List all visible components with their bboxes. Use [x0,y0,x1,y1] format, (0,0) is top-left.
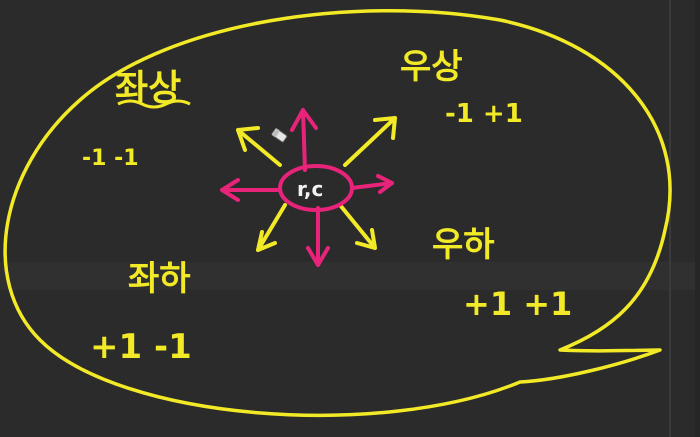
center-label: r,c [297,177,323,201]
arrow-down [306,206,330,267]
arrow-upper-right [343,116,397,167]
arrow-lower-right [338,203,377,250]
upper-right-direction: 우상 [400,47,463,87]
lower-left-values: +1 -1 [90,327,192,367]
arrow-left [220,178,280,202]
lower-left-direction: 좌하 [128,259,191,299]
row-highlight-band [0,262,700,290]
arrow-up [290,108,318,172]
arrow-lower-left [256,203,287,252]
lower-right-values: +1 +1 [463,285,572,323]
arrow-right [350,174,394,194]
upper-left-values: -1 -1 [82,146,139,171]
stray-dot [514,382,518,386]
upper-right-values: -1 +1 [445,99,523,129]
diagonal-arrows [236,116,397,252]
scrollbar-track[interactable] [695,0,700,437]
cross-arrows [220,108,394,267]
arrow-upper-left [236,126,282,167]
underline-squiggle [117,99,191,109]
yellow-ellipse [3,9,672,418]
panel-divider [669,0,671,437]
lower-right-direction: 우하 [432,225,495,265]
eraser-cursor-icon[interactable] [271,128,288,143]
center-circle [278,164,354,212]
